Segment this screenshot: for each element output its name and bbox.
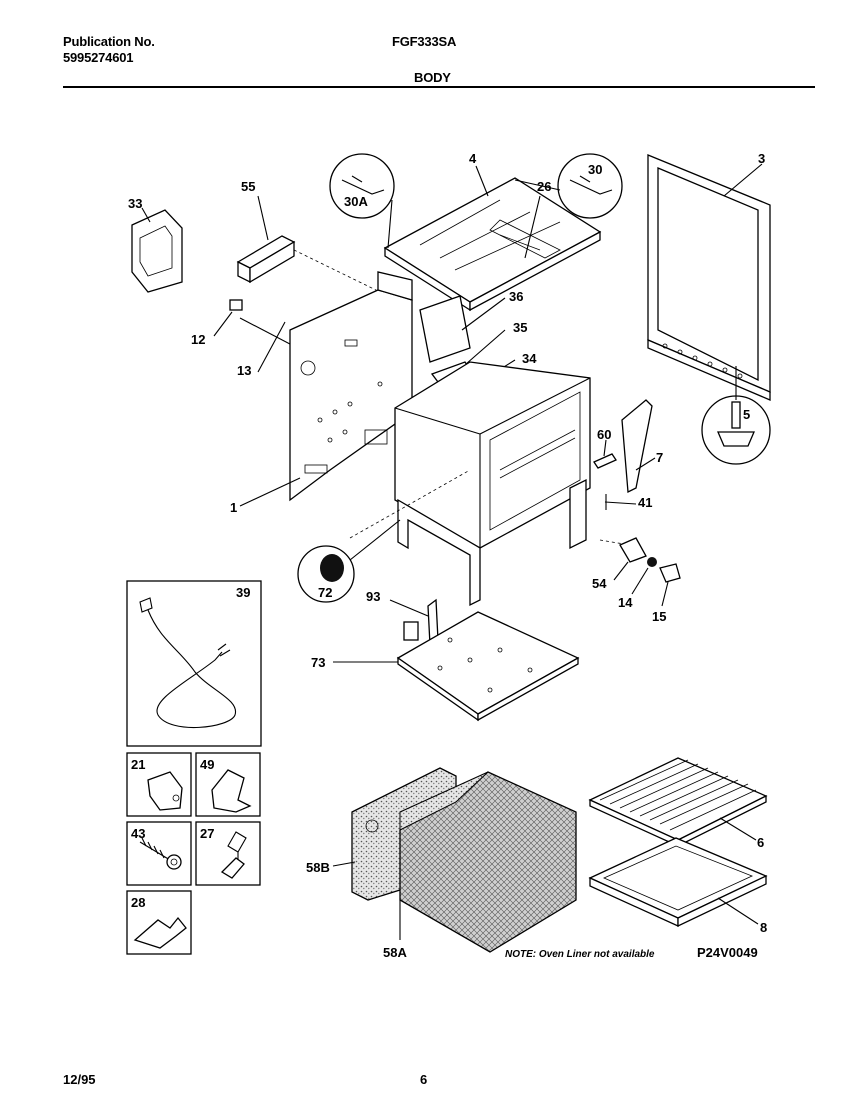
part-33-bracket bbox=[131, 209, 183, 293]
part-21-box bbox=[126, 752, 192, 817]
callout-12: 12 bbox=[191, 332, 205, 347]
part-54-knob bbox=[613, 537, 647, 581]
callout-7: 7 bbox=[656, 450, 663, 465]
callout-14: 14 bbox=[618, 595, 633, 610]
callout-36: 36 bbox=[509, 289, 523, 304]
part-58A-liner-body bbox=[399, 771, 577, 953]
footer-page-number: 6 bbox=[420, 1072, 428, 1087]
part-6-oven-rack bbox=[588, 757, 768, 848]
callout-93: 93 bbox=[366, 589, 380, 604]
callout-73: 73 bbox=[311, 655, 325, 670]
part-28-box bbox=[126, 890, 192, 955]
callout-labels: 3 4 30 30A 26 55 33 12 13 36 35 34 5 60 … bbox=[128, 151, 767, 960]
part-60-clip bbox=[593, 439, 617, 469]
callout-55: 55 bbox=[241, 179, 255, 194]
callout-28: 28 bbox=[131, 895, 145, 910]
callout-43: 43 bbox=[131, 826, 145, 841]
callout-60: 60 bbox=[597, 427, 611, 442]
callout-4: 4 bbox=[469, 151, 477, 166]
callout-58A: 58A bbox=[383, 945, 407, 960]
part-8-broiler-pan bbox=[588, 837, 768, 928]
part-30A-detail bbox=[329, 153, 395, 249]
callout-33: 33 bbox=[128, 196, 142, 211]
oven-body-frame bbox=[349, 361, 631, 607]
part-93-clip bbox=[389, 598, 439, 647]
publication-number: 5995274601 bbox=[63, 50, 134, 65]
callout-13: 13 bbox=[237, 363, 251, 378]
part-39-power-cord-box bbox=[126, 580, 262, 747]
part-4-top-panel bbox=[383, 177, 602, 312]
callout-58B: 58B bbox=[306, 860, 330, 875]
footer-date: 12/95 bbox=[63, 1072, 96, 1087]
publication-label: Publication No. bbox=[63, 34, 155, 49]
part-27-box bbox=[195, 821, 261, 886]
section-title: BODY bbox=[414, 70, 451, 85]
callout-39: 39 bbox=[236, 585, 250, 600]
callout-72: 72 bbox=[318, 585, 332, 600]
model-number: FGF333SA bbox=[392, 34, 457, 49]
callout-8: 8 bbox=[760, 920, 767, 935]
part-55-channel bbox=[236, 195, 381, 293]
callout-1: 1 bbox=[230, 500, 237, 515]
callout-5: 5 bbox=[743, 407, 750, 422]
leader-lines bbox=[141, 163, 763, 259]
part-36-vent-duct bbox=[419, 295, 506, 363]
callout-21: 21 bbox=[131, 757, 145, 772]
callout-26: 26 bbox=[537, 179, 551, 194]
callout-49: 49 bbox=[200, 757, 214, 772]
callout-6: 6 bbox=[757, 835, 764, 850]
part-72-detail bbox=[297, 519, 401, 603]
callout-30A: 30A bbox=[344, 194, 368, 209]
part-41-screw bbox=[604, 494, 637, 510]
part-7-handle bbox=[621, 399, 656, 494]
callout-54: 54 bbox=[592, 576, 607, 591]
part-1-side-panel bbox=[239, 271, 413, 507]
callout-41: 41 bbox=[638, 495, 652, 510]
figure-code: P24V0049 bbox=[697, 945, 758, 960]
callout-30: 30 bbox=[588, 162, 602, 177]
callout-34: 34 bbox=[522, 351, 537, 366]
part-30-detail bbox=[514, 153, 623, 219]
part-3-frame bbox=[647, 154, 771, 401]
part-14-washer bbox=[631, 557, 657, 595]
callout-15: 15 bbox=[652, 609, 666, 624]
header-rule bbox=[63, 86, 815, 88]
part-5-leveling-leg bbox=[701, 366, 771, 465]
callout-3: 3 bbox=[758, 151, 765, 166]
part-49-box bbox=[195, 752, 261, 817]
part-12-screw bbox=[213, 299, 243, 337]
part-73-bottom-pan bbox=[333, 611, 580, 722]
callout-27: 27 bbox=[200, 826, 214, 841]
part-43-box bbox=[126, 821, 192, 886]
part-15-cap bbox=[659, 563, 681, 607]
callout-35: 35 bbox=[513, 320, 527, 335]
liner-note: NOTE: Oven Liner not available bbox=[505, 949, 655, 960]
